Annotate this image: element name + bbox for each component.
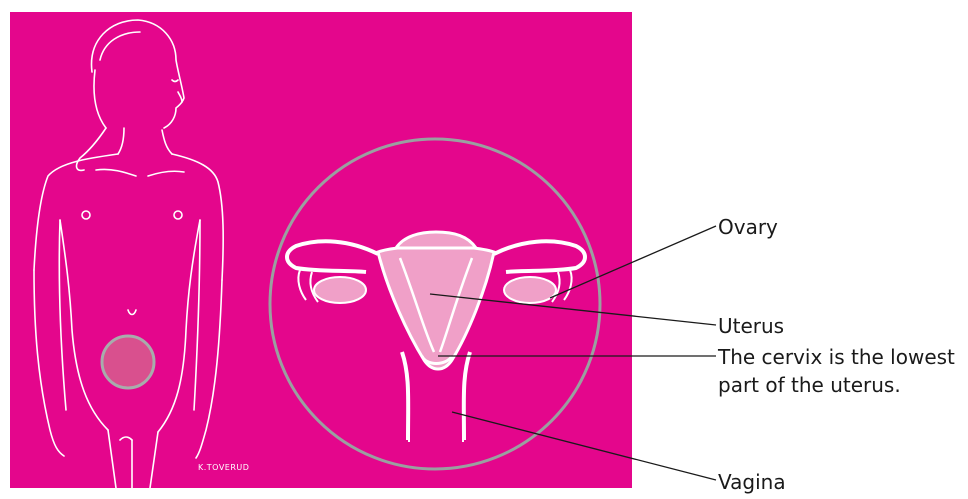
background-panel	[10, 12, 632, 488]
ovary-label: Ovary	[718, 213, 778, 241]
cervix-label: The cervix is the lowest part of the ute…	[718, 343, 955, 399]
uterus-label: Uterus	[718, 312, 784, 340]
cervix-label-line-2: part of the uterus.	[718, 371, 955, 399]
pelvic-highlight-circle	[102, 336, 154, 388]
artist-signature: K.TOVERUD	[198, 463, 249, 472]
vagina-label: Vagina	[718, 468, 786, 496]
cervix-label-line-1: The cervix is the lowest	[718, 343, 955, 371]
